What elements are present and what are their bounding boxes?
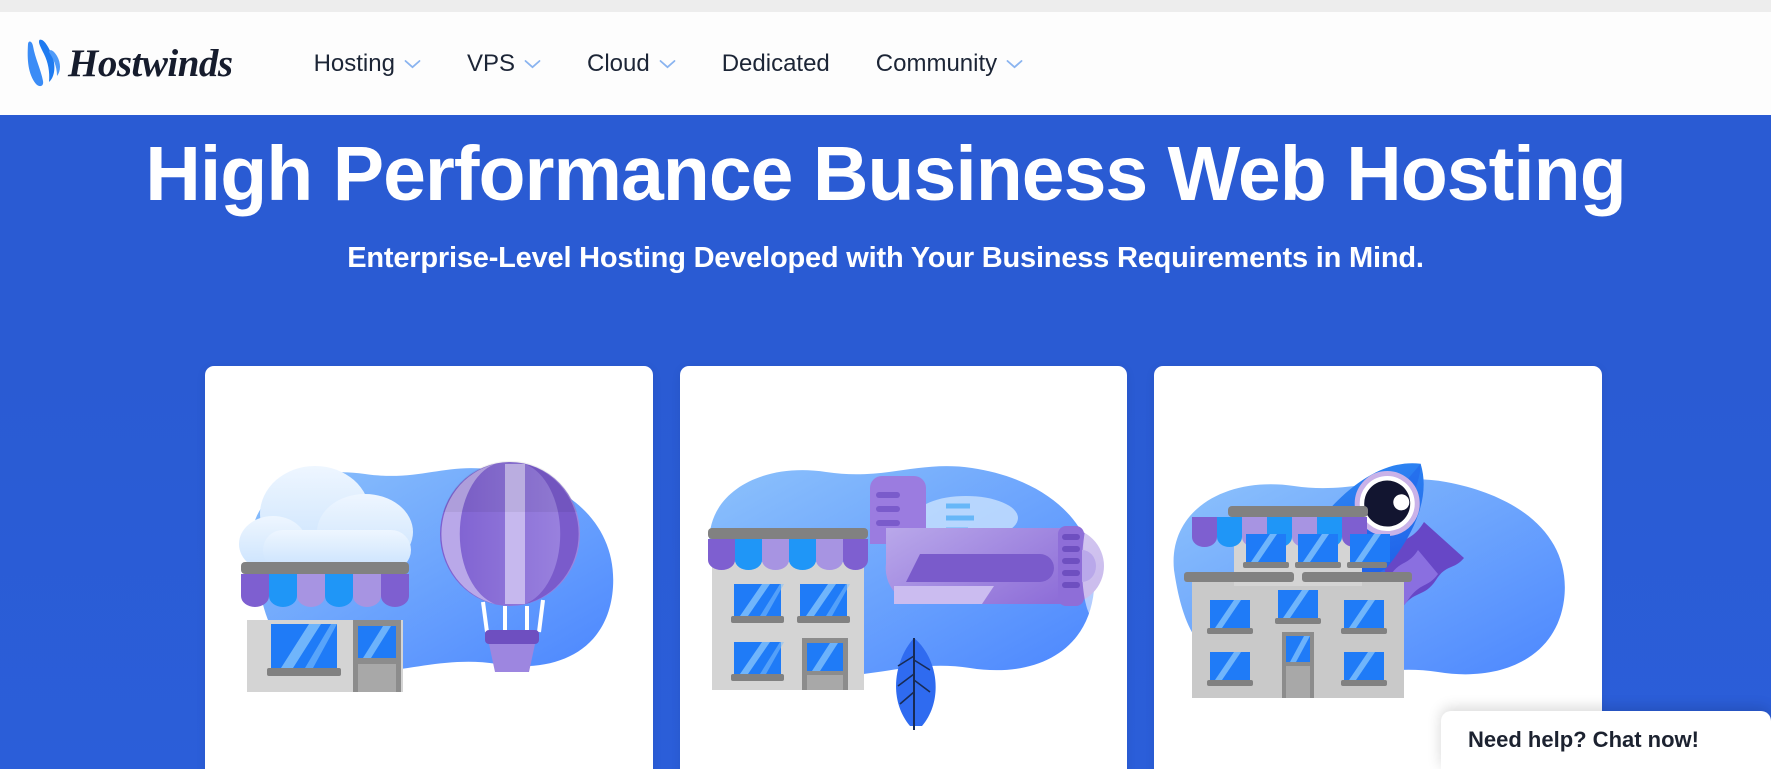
nav-label: Hosting bbox=[313, 49, 395, 77]
three-story-building-rocket-illustration bbox=[1173, 463, 1566, 698]
site-logo[interactable]: Hostwinds bbox=[22, 34, 233, 94]
browser-top-strip bbox=[0, 0, 1771, 12]
chevron-down-icon bbox=[404, 59, 421, 68]
two-story-shop-airplane-illustration bbox=[707, 466, 1106, 730]
chevron-down-icon bbox=[659, 59, 676, 68]
chevron-down-icon bbox=[1006, 59, 1023, 68]
storefront-cloud-hot-air-balloon-illustration bbox=[239, 460, 614, 692]
feature-card-list bbox=[205, 366, 1603, 769]
chat-widget-label: Need help? Chat now! bbox=[1468, 727, 1699, 752]
nav-label: VPS bbox=[466, 49, 515, 77]
hostwinds-wave-logo-icon bbox=[27, 39, 60, 86]
chevron-down-icon bbox=[524, 59, 541, 68]
site-logo-text: Hostwinds bbox=[68, 42, 233, 85]
site-header: Hostwinds Hosting VPS Cloud Dedicated Co… bbox=[0, 12, 1771, 115]
nav-item-dedicated[interactable]: Dedicated bbox=[699, 12, 853, 115]
nav-item-hosting[interactable]: Hosting bbox=[291, 12, 444, 115]
nav-label: Dedicated bbox=[721, 49, 830, 77]
hero-subtitle: Enterprise-Level Hosting Developed with … bbox=[347, 242, 1424, 275]
nav-label: Community bbox=[875, 49, 998, 77]
nav-item-vps[interactable]: VPS bbox=[444, 12, 564, 115]
feature-card[interactable] bbox=[1154, 366, 1603, 769]
chat-widget[interactable]: Need help? Chat now! bbox=[1441, 711, 1771, 769]
nav-label: Cloud bbox=[586, 49, 650, 77]
nav-item-cloud[interactable]: Cloud bbox=[564, 12, 699, 115]
hero-section: High Performance Business Web Hosting En… bbox=[0, 115, 1771, 769]
feature-card[interactable] bbox=[205, 366, 653, 769]
page-title: High Performance Business Web Hosting bbox=[145, 131, 1626, 217]
feature-card[interactable] bbox=[679, 366, 1128, 769]
nav-item-community[interactable]: Community bbox=[853, 12, 1046, 115]
main-navigation: Hosting VPS Cloud Dedicated Community bbox=[291, 12, 1047, 115]
